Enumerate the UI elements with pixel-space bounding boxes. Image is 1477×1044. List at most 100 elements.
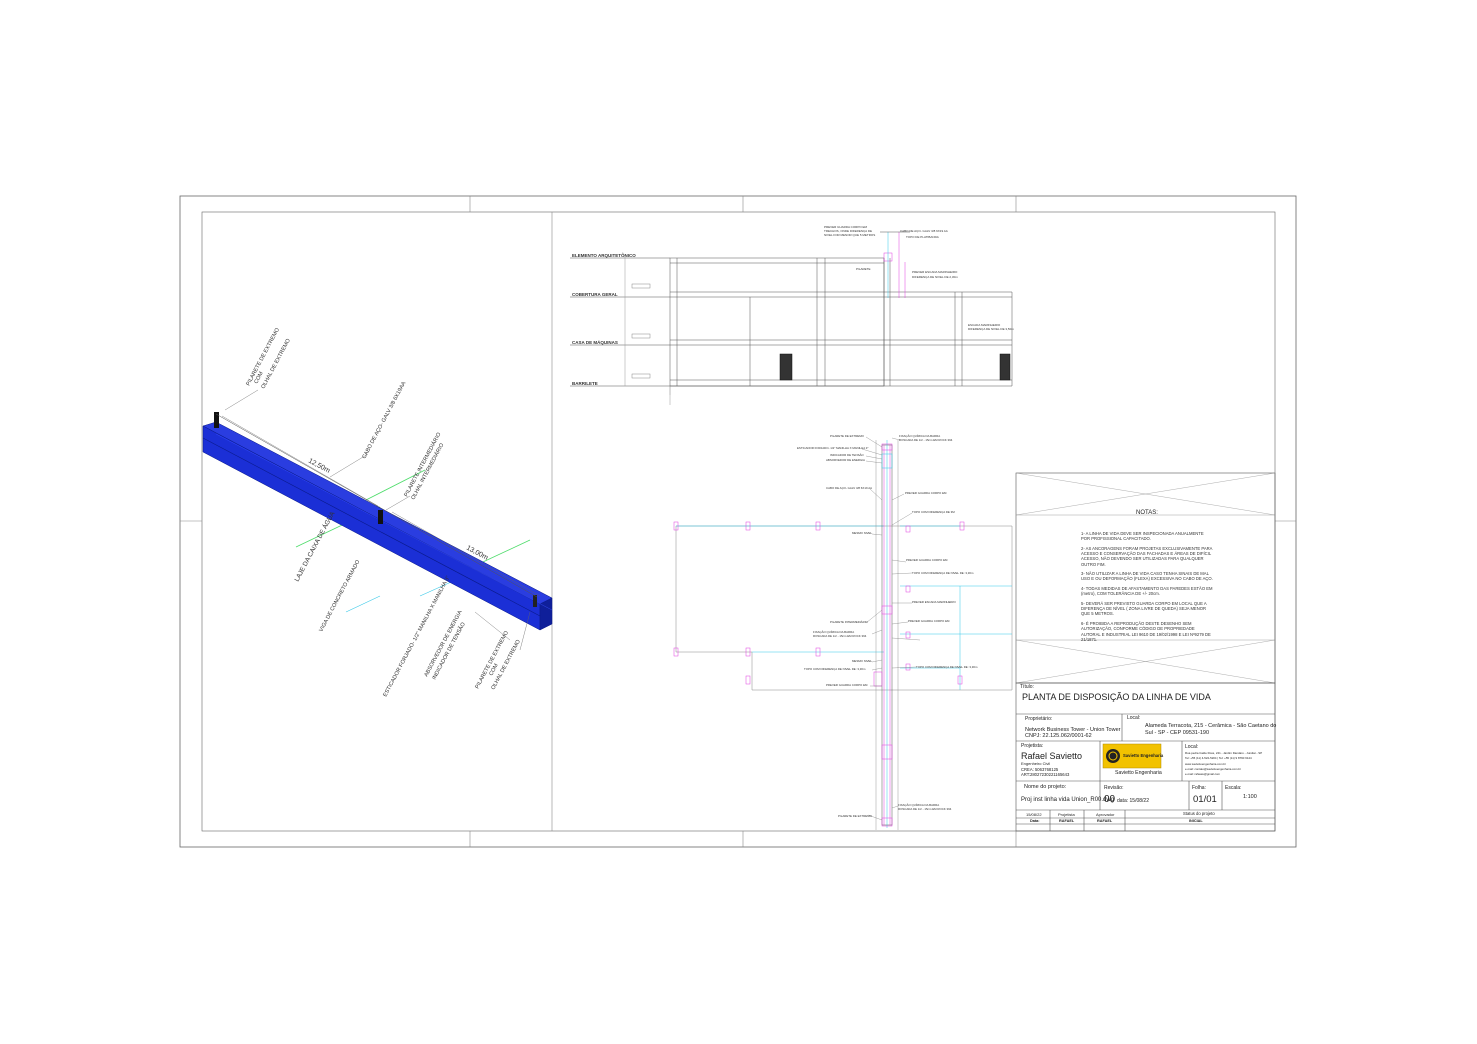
plan-guarda-corpo-3: PREVER GUARDA CORPO EM: [908, 619, 950, 623]
concrete-beam-top: [202, 421, 553, 605]
isometric-view: PILARETE DE EXTREMO COM OLHAL DE EXTREMO…: [202, 327, 553, 698]
section-top-note-4: CABO DE AÇO- GALV 3/8 6X19 AA: [900, 229, 948, 233]
notes-title: NOTAS:: [1136, 510, 1158, 516]
sheet-label: Folha:: [1192, 785, 1206, 791]
history-date-header: Data:: [1030, 819, 1040, 823]
section-level-4: BARRILETE: [572, 381, 598, 386]
sheet-number: 01/01: [1193, 794, 1217, 805]
section-top-note-8: DIFERENÇA DE NIVEL DE 2,30m: [912, 275, 958, 279]
plan-pilarete-extremo-top: PILARETE DE EXTREMO: [830, 434, 865, 438]
plan-fixacao-bot: FIXAÇÃO QUÍMICA DA BARRA: [898, 802, 939, 807]
title-block-frame: [1015, 472, 1276, 832]
section-labels: ELEMENTO ARQUITETÔNICO COBERTURA GERAL C…: [572, 225, 1014, 386]
plan-mesmo-nivel-1: MESMO NIVEL: [852, 531, 872, 535]
location-line-1: Alameda Terracota, 215 - Cerâmica - São …: [1145, 723, 1277, 729]
company-logo-text: Savietto Engenharia: [1123, 753, 1164, 758]
iso-label-com-bot: COM: [488, 662, 500, 677]
company-site: www.saviettoengenharia.com.br: [1185, 762, 1226, 766]
plan-indicador: INDICADOR DE TENSÃO: [830, 452, 864, 457]
section-level-2: COBERTURA GERAL: [572, 292, 618, 297]
plan-absorvedor: ABSORVEDOR DE ENERGIA: [826, 458, 865, 462]
notes-list: 1- A LINHA DE VIDA DEVE SER INSPECIONADA…: [1081, 531, 1213, 646]
title-label: Título:: [1020, 684, 1034, 690]
owner-name: Network Business Tower - Union Tower: [1025, 727, 1121, 733]
history-approver: RAFAEL: [1097, 819, 1113, 823]
section-level-1: ELEMENTO ARQUITETÔNICO: [572, 251, 636, 258]
end-post-top: [214, 412, 219, 428]
company-email: e-mail: contato@saviettoengenharia.com.b…: [1185, 767, 1241, 771]
designer-crea: CREA: 5063768125: [1021, 767, 1059, 772]
iso-label-com-top: COM: [253, 370, 265, 385]
plan-topo-dif-2: TOPO COM DIFERENÇA DE NIVEL DE: 3,30m: [804, 667, 866, 671]
plan-topo-dif-1: TOPO COM DIFERENÇA DE NIVEL DE: 3,30m: [912, 571, 974, 575]
location-label: Local:: [1127, 715, 1141, 721]
location-line-2: Sul - SP - CEP 09531-190: [1145, 730, 1210, 736]
outer-frame: [179, 195, 1297, 848]
revision-date: data: 15/08/22: [1117, 798, 1149, 804]
scale-label: Escala:: [1225, 785, 1242, 791]
iso-label-viga: VIGA DE CONCRETO ARMADO: [318, 559, 361, 633]
note-item: 6- É PROIBIDA A REPRODUÇÃO DESTE DESENHO…: [1081, 621, 1211, 642]
project-name-label: Nome do projeto:: [1024, 784, 1067, 790]
section-right-note-2: DIFERENÇA DE NIVEL DE 3,50m: [968, 327, 1014, 331]
company-name: Savietto Engenharia: [1115, 770, 1162, 776]
plan-guarda-corpo-1: PREVER GUARDA CORPO EM: [905, 491, 947, 495]
plan-cabo-aco: CABO DE AÇO- GALV 3/8 6X19 AA: [826, 486, 872, 490]
zone-ticks: [180, 196, 1296, 847]
history-designer-header: Projetista: [1058, 812, 1075, 817]
plan-fixacao-top: FIXAÇÃO QUÍMICA DA BARRA: [899, 433, 940, 438]
plan-view: [673, 436, 1013, 830]
revision-number: 00: [1104, 794, 1116, 805]
intermediate-post: [378, 510, 383, 524]
iso-label-esticador: ESTICADOR FORJADO- 1/2" MANILHA X MANILH…: [382, 575, 451, 698]
note-item: 5- DEVERÁ SER PREVISTO GUARDA CORPO EM L…: [1081, 601, 1207, 617]
plan-topo-3m: TOPO COM DIFERENÇA DE 3M: [912, 510, 955, 514]
company-logo-icon: [1106, 749, 1120, 763]
history-designer: RAFAEL: [1059, 819, 1075, 823]
iso-label-cabo-aco: CABO DE AÇO- GALV 3/8 6X19AA: [361, 381, 407, 460]
cable-guide-2: [365, 469, 426, 501]
plan-mesmo-nivel-2: MESMO NIVEL: [852, 659, 872, 663]
end-post-bottom: [533, 595, 537, 607]
owner-cnpj: CNPJ: 22.125.062/0001-62: [1025, 733, 1092, 739]
designer-role: Engenheiro Civil: [1021, 761, 1051, 766]
plan-guarda-corpo-4: PREVER GUARDA CORPO EM: [826, 683, 868, 687]
history-approver-header: Aprovador: [1096, 812, 1115, 817]
plan-topo-dif-3: TOPO COM DIFERENÇA DE NIVEL DE: 3,30m: [916, 665, 978, 669]
plan-guarda-corpo-2: PREVER GUARDA CORPO EM: [906, 558, 948, 562]
company-address: Rua pedra Calde Ross, 241 - Jardim Danda…: [1185, 751, 1263, 755]
company-email-2: e-mail: rafasav@gmail.com: [1185, 772, 1221, 776]
plan-escada-1: PREVER ESCADA MARINHEIRO: [912, 600, 956, 604]
owner-label: Proprietário:: [1025, 716, 1053, 722]
note-item: 2- AS ANCORAGENS FORAM PROJETAS EXCLUSIV…: [1081, 545, 1213, 567]
designer-label: Projetista:: [1021, 743, 1044, 749]
history-status: INICIAL: [1189, 819, 1203, 823]
section-right-note-1: ESCADA MARINHEIRO: [968, 323, 1001, 327]
history-date: 15/08/22: [1026, 812, 1042, 817]
note-item: 3- NÃO UTILIZAR A LINHA DE VIDA CASO TEN…: [1081, 571, 1213, 582]
plan-labels: PILARETE DE EXTREMO ESTICADOR FORJADO- 1…: [797, 433, 978, 818]
section-top-note-6: PILARETE: [856, 267, 871, 271]
sheet-title: PLANTA DE DISPOSIÇÃO DA LINHA DE VIDA: [1022, 692, 1211, 702]
section-level-3: CASA DE MÁQUINAS: [572, 339, 618, 345]
revision-label: Revisão:: [1104, 785, 1124, 791]
company-location-label: Local:: [1185, 744, 1199, 750]
section-view: [570, 231, 1013, 405]
plan-pilarete-extremo-bot: PILARETE DE EXTREMO: [838, 814, 873, 818]
plan-fixacao-mid-2: ROSCADA DE 1/2 - 15cm EM ROCK 394: [813, 634, 867, 638]
note-item: 4- TODAS MEDIDAS DE AFASTAMENTO DAS PARE…: [1081, 586, 1213, 597]
section-top-note-5: TOPO DE PLATIBANDA: [906, 235, 939, 239]
section-top-note-7: PREVER ESCADA MARINHEIRO: [912, 270, 958, 274]
concrete-beam-front: [202, 425, 541, 631]
plan-fixacao-mid: FIXAÇÃO QUÍMICA DA BARRA: [813, 629, 854, 634]
history-status-header: Status do projeto: [1183, 811, 1215, 816]
steel-cable: [215, 413, 538, 598]
company-phone: Tel: +55 (11) 4-522-5204 | Tel: +55 (11)…: [1185, 756, 1252, 760]
scale-value: 1:100: [1243, 794, 1257, 800]
section-top-note-3: NIVEL FOR MENOR QUE 5 METROS: [824, 233, 875, 237]
note-item: 1- A LINHA DE VIDA DEVE SER INSPECIONADA…: [1081, 531, 1204, 542]
plan-fixacao-bot-2: ROSCADA DE 1/2 - 15cm EM ROCK 394: [898, 807, 952, 811]
section-top-note-1: PREVER GUARDA CORPO EM: [824, 225, 868, 229]
plan-pilarete-inter: PILARETE INTERMEDIÁRIO: [830, 620, 868, 624]
